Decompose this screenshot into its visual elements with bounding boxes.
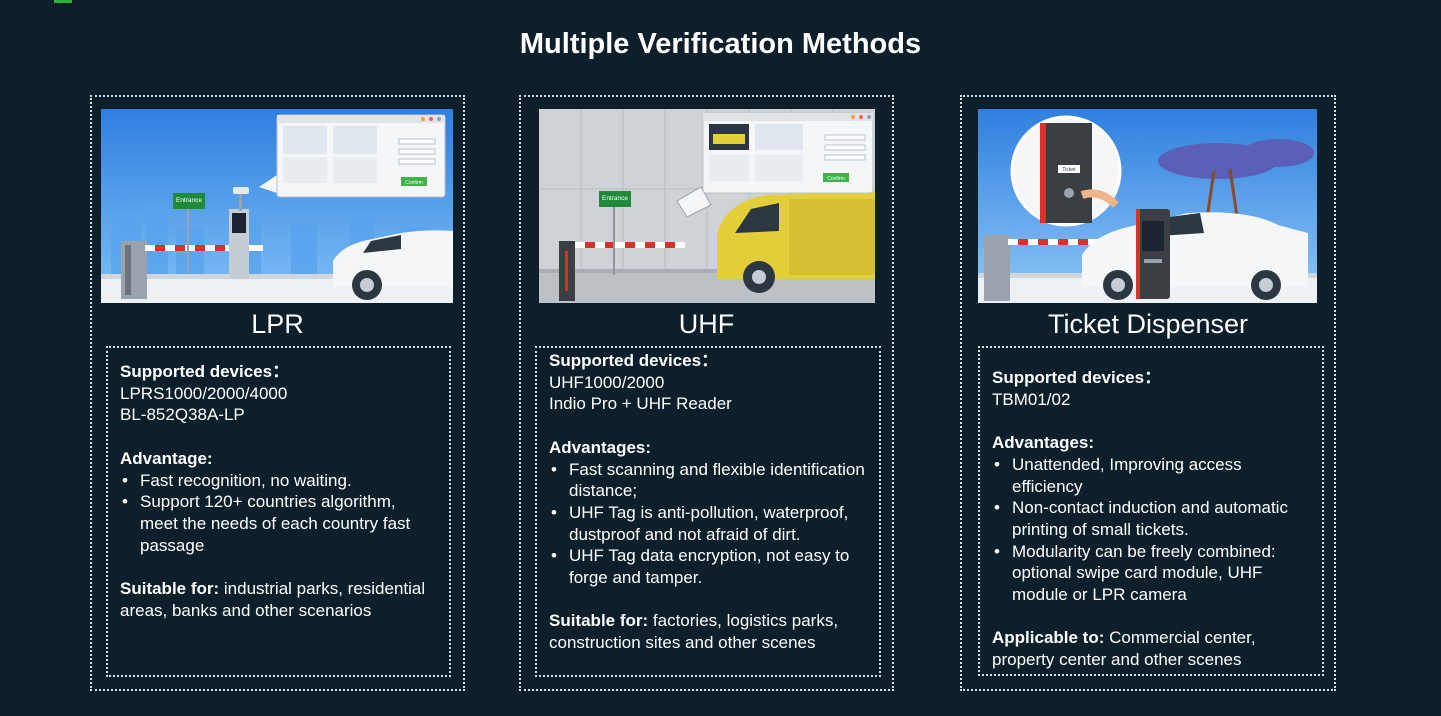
ticket-devices-label: Supported devices： [992,368,1162,387]
uhf-illustration: Entrance Confirm [539,109,875,303]
entrance-sign-label: Entrance [176,197,202,204]
lpr-device-item: BL-852Q38A-LP [120,405,245,425]
uhf-suitable-text: factories, logistics parks, construction… [549,611,839,653]
uhf-advantage-label: Advantages: [549,437,652,457]
uhf-card: Entrance Confirm UHF Supported devices： … [519,95,894,691]
lpr-suitable-text: industrial parks, residential areas, ban… [120,579,426,620]
ticket-advantage-label: Advantages: [992,433,1095,453]
ticket-slot-label: Ticket [1062,167,1076,173]
ticket-applicable: Applicable to: Commercial center, proper… [992,627,1310,670]
page-title: Multiple Verification Methods [519,28,922,60]
ticket-dispenser-title: Ticket Dispenser [1047,309,1249,339]
dialog-confirm-label: Confirm [827,176,845,182]
ticket-dispenser-illustration: Ticket [978,109,1317,303]
uhf-info-box: Supported devices： UHF1000/2000 Indio Pr… [535,346,881,677]
ticket-advantage-item: Non-contact induction and automatic prin… [992,497,1310,540]
uhf-devices-label: Supported devices： [549,351,719,370]
lpr-advantage-item: Fast recognition, no waiting. [120,470,437,492]
lpr-advantage-list: Fast recognition, no waiting. Support 12… [120,470,437,557]
lpr-devices-label: Supported devices： [120,362,290,381]
ticket-advantage-list: Unattended, Improving access efficiency … [992,454,1310,606]
uhf-device-item: Indio Pro + UHF Reader [549,394,732,414]
lpr-suitable-label: Suitable for: [120,579,220,598]
ticket-advantage-item: Unattended, Improving access efficiency [992,454,1310,497]
lpr-suitable: Suitable for: industrial parks, resident… [120,578,437,621]
ticket-advantage-item: Modularity can be freely combined: optio… [992,541,1310,606]
lpr-title: LPR [251,309,304,339]
lpr-info-box: Supported devices： LPRS1000/2000/4000 BL… [106,346,451,677]
uhf-advantage-item: UHF Tag data encryption, not easy to for… [549,545,881,588]
uhf-suitable-label: Suitable for: [549,611,649,631]
lpr-advantage-item: Support 120+ countries algorithm, meet t… [120,491,437,556]
uhf-device-item: UHF1000/2000 [549,372,665,392]
ticket-dispenser-info-box: Supported devices： TBM01/02 Advantages: … [978,346,1324,676]
ticket-device-item: TBM01/02 [992,389,1071,409]
lpr-device-item: LPRS1000/2000/4000 [120,383,288,403]
uhf-advantage-list: Fast scanning and flexible identificatio… [549,459,881,589]
ticket-applicable-text: Commercial center, property center and o… [992,628,1256,670]
lpr-illustration: Entrance Confirm [101,109,453,303]
ticket-applicable-label: Applicable to: [992,628,1105,648]
brand-corner-mark [54,0,72,3]
uhf-title: UHF [678,309,735,339]
uhf-advantage-item: UHF Tag is anti-pollution, waterproof, d… [549,502,881,545]
uhf-suitable: Suitable for: factories, logistics parks… [549,610,867,653]
dialog-confirm-label: Confirm [405,180,423,186]
lpr-card: Entrance Confirm LPR Supported devices： … [90,95,465,691]
lpr-advantage-label: Advantage: [120,448,213,468]
entrance-sign-label: Entrance [602,195,628,202]
uhf-advantage-item: Fast scanning and flexible identificatio… [549,459,881,502]
ticket-dispenser-card: Ticket Ticket Dispenser Supported device… [960,95,1336,691]
